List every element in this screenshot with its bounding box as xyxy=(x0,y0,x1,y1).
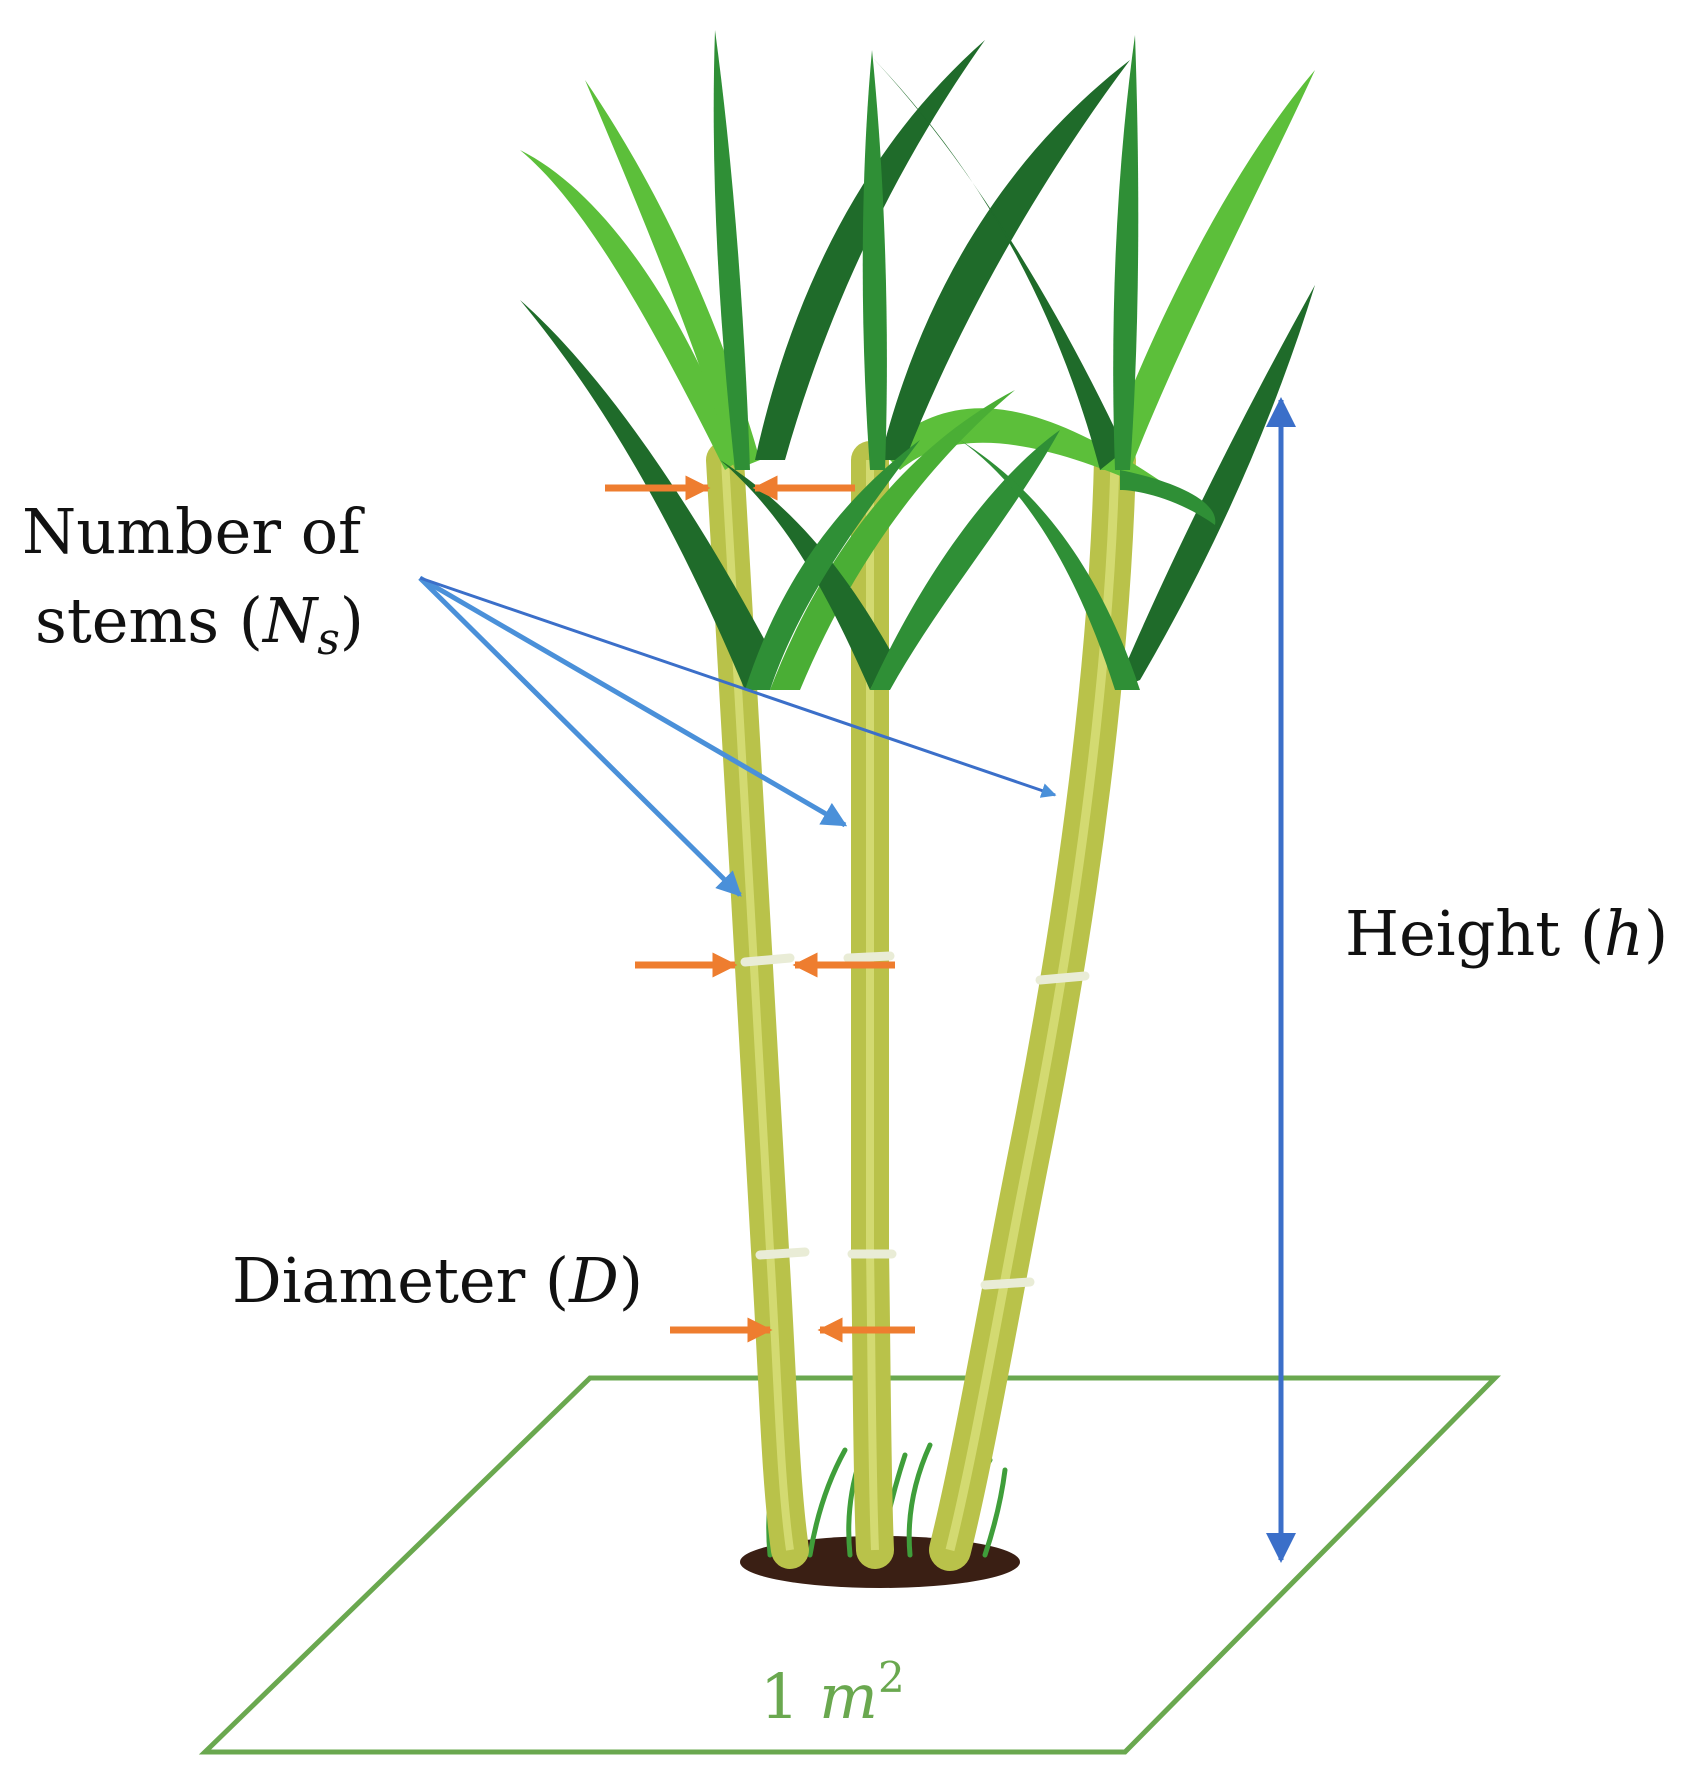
diameter-arrows xyxy=(605,475,915,1343)
stem-nodes xyxy=(740,951,1090,1290)
area-label: 1 m2 xyxy=(760,1653,905,1733)
leaves xyxy=(520,30,1315,690)
stems-label-line2: stems (Ns) xyxy=(35,584,364,665)
stems-arrow-left xyxy=(418,576,742,897)
diameter-label: Diameter (D) xyxy=(232,1244,643,1317)
stems-arrow-right xyxy=(419,576,1057,798)
stems-label-line1: Number of xyxy=(22,495,365,568)
height-label: Height (h) xyxy=(1345,897,1668,970)
ground-plot-icon xyxy=(198,1375,1501,1755)
stems-arrow-middle xyxy=(418,575,848,828)
stem-right xyxy=(929,439,1136,1571)
sugarcane-plant-icon xyxy=(520,30,1315,1588)
stems-arrows xyxy=(418,575,1057,897)
